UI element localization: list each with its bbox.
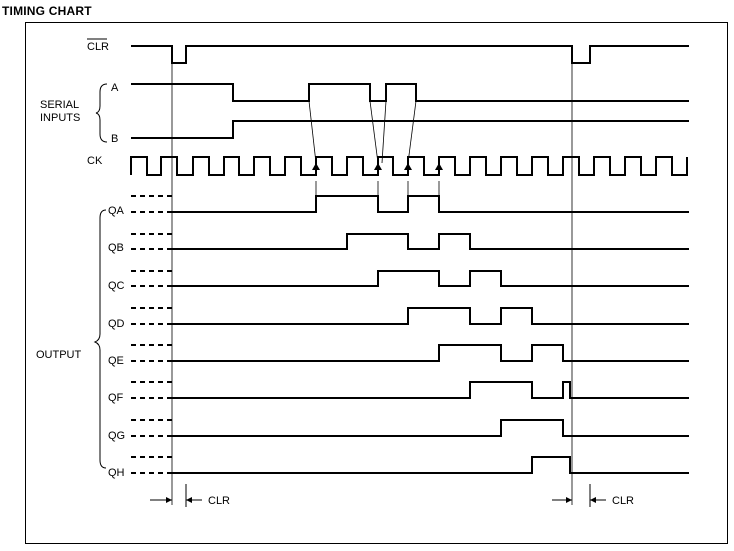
- arrow-icon: [374, 163, 382, 170]
- b-label: B: [111, 133, 118, 145]
- arrow-right-icon: [166, 497, 172, 503]
- clr-pulse-marker-right: [552, 484, 606, 507]
- chart-frame: [25, 22, 728, 544]
- qf-waveform: [172, 381, 689, 399]
- serial-inputs-brace: [95, 83, 108, 143]
- a-label: A: [111, 82, 119, 94]
- arrow-icon: [312, 163, 320, 170]
- output-dashed-prefix: [131, 195, 172, 474]
- arrow-left-icon: [186, 497, 192, 503]
- qd-label: QD: [108, 318, 125, 330]
- chart-title: TIMING CHART: [2, 4, 92, 18]
- output-brace: [93, 209, 107, 469]
- clr-label: CLR: [87, 41, 109, 53]
- b-waveform: [131, 120, 689, 139]
- arrow-icon: [404, 163, 412, 170]
- ck-label: CK: [87, 155, 103, 167]
- clr-waveform: [131, 45, 689, 64]
- qe-waveform: [172, 344, 689, 362]
- ck-edge-arrows: [312, 163, 443, 170]
- qg-label: QG: [108, 430, 125, 442]
- output-label: OUTPUT: [36, 349, 82, 361]
- qh-waveform: [172, 456, 689, 474]
- clr-pulse-label-right: CLR: [612, 495, 634, 507]
- qd-waveform: [172, 307, 689, 325]
- timing-reference-lines: [171, 63, 573, 505]
- clr-pulse-marker-left: [150, 484, 202, 507]
- arrow-icon: [435, 163, 443, 170]
- qc-label: QC: [108, 280, 125, 292]
- clr-pulse-label-left: CLR: [208, 495, 230, 507]
- qf-label: QF: [108, 392, 124, 404]
- serial-inputs-label-2: INPUTS: [40, 112, 80, 124]
- qg-waveform: [172, 419, 689, 437]
- qh-label: QH: [108, 467, 125, 479]
- qb-label: QB: [108, 242, 124, 254]
- qa-label: QA: [108, 205, 125, 217]
- a-waveform: [131, 83, 689, 102]
- qc-waveform: [172, 270, 689, 287]
- serial-inputs-label-1: SERIAL: [40, 99, 79, 111]
- qb-waveform: [172, 233, 689, 250]
- arrow-left-icon: [590, 497, 596, 503]
- qa-waveform: [172, 195, 689, 213]
- arrow-right-icon: [566, 497, 572, 503]
- qe-label: QE: [108, 355, 124, 367]
